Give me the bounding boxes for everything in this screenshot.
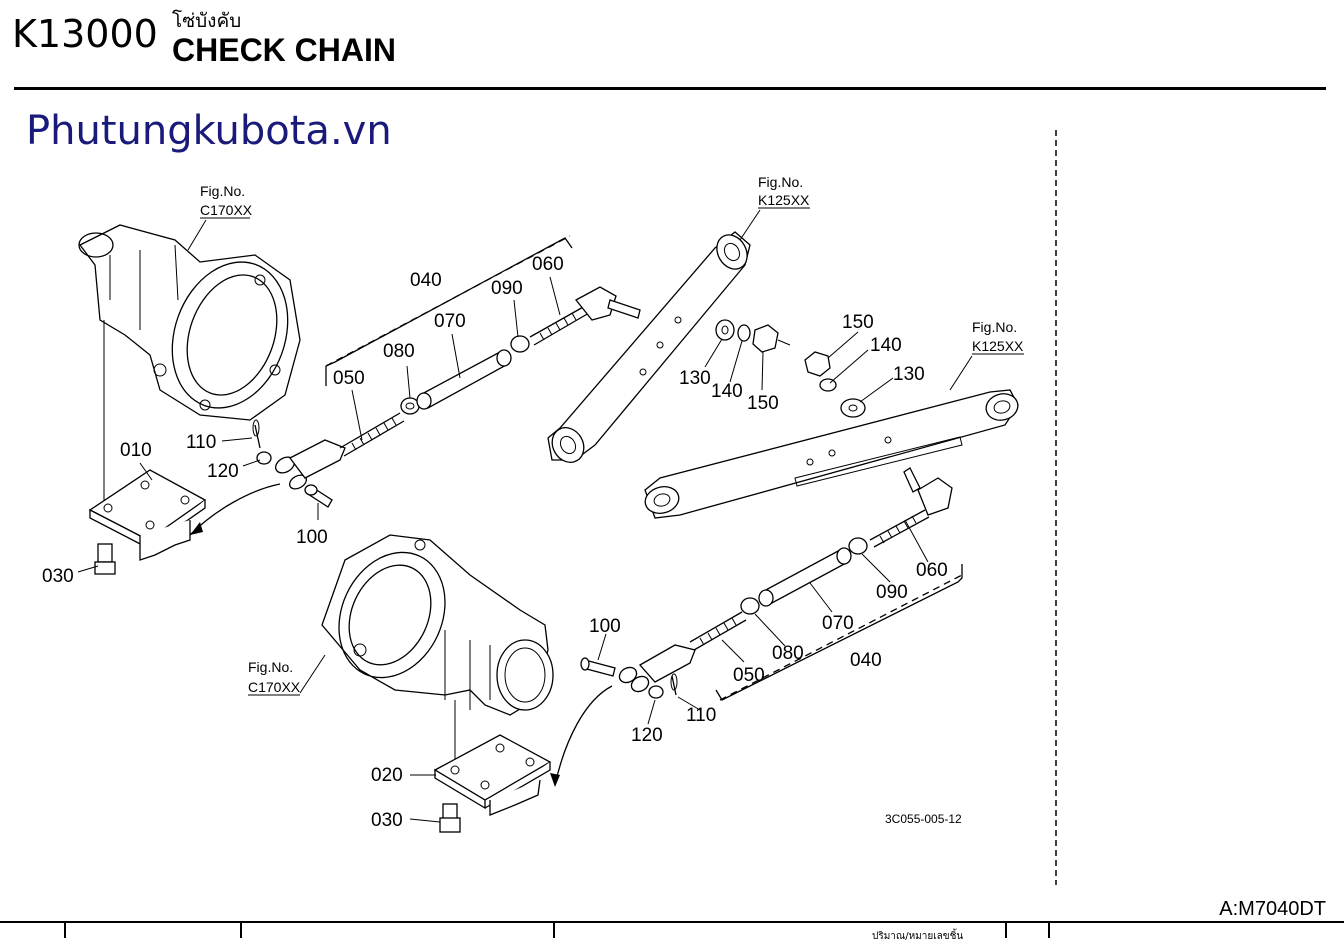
callout-label: 140 (711, 381, 743, 402)
part-group-code: K13000 (12, 12, 158, 56)
callout-label: 020 (371, 765, 403, 786)
footer-column-divider (553, 923, 555, 938)
bolt-030-lower (439, 803, 461, 833)
ref-label-fig: Fig.No. (758, 174, 803, 190)
callout-label: 090 (876, 582, 908, 603)
callout-label: 090 (491, 278, 523, 299)
callout-label: 030 (371, 810, 403, 831)
callout-label: 100 (296, 527, 328, 548)
callout-label: 080 (383, 341, 415, 362)
footer-column-divider (64, 923, 66, 938)
bolt-030-upper (94, 543, 116, 575)
callout-label: 110 (186, 432, 216, 453)
callout-label: 100 (589, 616, 621, 637)
reference-leaders (187, 207, 1024, 696)
callout-label: 060 (532, 254, 564, 275)
callout-label: 030 (42, 566, 74, 587)
check-chain-upper (252, 235, 641, 508)
callout-label: 150 (747, 393, 779, 414)
page-title: CHECK CHAIN (172, 32, 396, 68)
callout-label: 120 (631, 725, 663, 746)
callout-label: 080 (772, 643, 804, 664)
callout-label: 070 (822, 613, 854, 634)
callout-label: 130 (893, 364, 925, 385)
ref-label-code: K125XX (758, 192, 810, 208)
model-label: A:M7040DT (1219, 898, 1326, 920)
bracket-010 (88, 469, 207, 561)
lift-arm-lower (644, 389, 1019, 519)
bracket-020 (433, 734, 552, 816)
hardware-130-150-lower (804, 351, 866, 418)
watermark: Phutungkubota.vn (26, 108, 392, 154)
callout-label: 010 (120, 440, 152, 461)
check-chain-lower (580, 467, 963, 701)
callout-label: 070 (434, 311, 466, 332)
arrow-head (190, 522, 203, 535)
footer-column-divider (240, 923, 242, 938)
hardware-130-150-upper (715, 319, 791, 353)
ref-label-code: K125XX (972, 338, 1024, 354)
callout-label: 110 (686, 705, 716, 726)
drawing-number: 3C055-005-12 (885, 812, 962, 826)
callout-label: 150 (842, 312, 874, 333)
axle-housing-upper (78, 224, 301, 421)
lift-arm-upper (547, 231, 751, 463)
footer-column-divider (1048, 923, 1050, 938)
callout-label: 050 (333, 368, 365, 389)
assembly-arrow-lower (554, 685, 613, 786)
axle-housing-lower (321, 534, 554, 716)
callout-leaders (77, 276, 929, 823)
callout-label: 060 (916, 560, 948, 581)
header-rule (14, 87, 1326, 90)
callout-label: 040 (850, 650, 882, 671)
thai-title: โซ่บังคับ (172, 10, 242, 32)
footer-rule (0, 921, 1344, 923)
callout-label: 140 (870, 335, 902, 356)
callout-label: 120 (207, 461, 239, 482)
ref-label-code: C170XX (200, 202, 253, 218)
ref-label-code: C170XX (248, 679, 301, 695)
callout-label: 050 (733, 665, 765, 686)
ref-label-fig: Fig.No. (200, 183, 245, 199)
callout-label: 130 (679, 368, 711, 389)
ref-label-fig: Fig.No. (248, 659, 293, 675)
ref-label-fig: Fig.No. (972, 319, 1017, 335)
footer-column-header: ปริมาณ/หมายเลขชิ้น (872, 931, 964, 942)
callout-label: 040 (410, 270, 442, 291)
footer-column-divider (1005, 923, 1007, 938)
arrow-head (550, 773, 560, 787)
